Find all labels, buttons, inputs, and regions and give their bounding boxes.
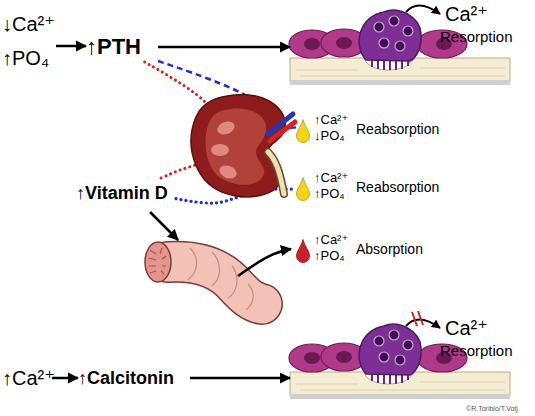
renal-reabsorption: ↑Ca²⁺ ↓PO₄ Reabsorption	[296, 112, 446, 148]
ion-level: ↑Ca²⁺	[314, 113, 348, 126]
hormone-name: ↑PTH	[86, 36, 141, 58]
ion-level: ↑Ca²⁺	[314, 233, 348, 246]
fluid-droplet	[297, 120, 310, 143]
fluid-droplet	[296, 119, 310, 143]
ion-level: ↑Ca²⁺	[2, 368, 55, 388]
fluid-droplet	[296, 177, 310, 201]
ion-level: ↓PO₄	[314, 129, 345, 142]
ion-level: ↑PO₄	[314, 187, 345, 200]
fluid-droplet	[297, 178, 310, 201]
ureter	[268, 152, 284, 194]
hormone-name: ↑Calcitonin	[78, 369, 174, 387]
hormone-name: ↑Vitamin D	[76, 184, 168, 202]
ion-level: ↑Ca²⁺	[314, 171, 348, 184]
process-name: Resorption	[440, 343, 513, 358]
process-name: Reabsorption	[356, 180, 439, 194]
intestine-lumen	[145, 242, 171, 282]
vitamin-d-arrow	[150, 212, 178, 240]
fluid-droplet	[297, 240, 310, 263]
flow-arrow	[52, 377, 78, 380]
ion-name: Ca²⁺	[445, 4, 488, 24]
calcium-release-arrow	[406, 319, 440, 328]
intestine-fold	[188, 248, 253, 310]
flow-arrow	[56, 45, 86, 48]
inhibition-bars	[412, 311, 423, 326]
intestine-tube	[168, 262, 262, 304]
process-name: Absorption	[356, 242, 423, 256]
hormone-label: ↑Calcitonin	[78, 363, 190, 393]
regulation-path	[158, 61, 296, 128]
renal-pyramid	[217, 163, 238, 180]
fluid-droplet	[296, 239, 310, 263]
intestinal-villi	[149, 248, 166, 274]
ion-name: Ca²⁺	[445, 318, 488, 338]
hormone-label: ↑Vitamin D	[76, 178, 176, 208]
regulation-path	[145, 62, 233, 178]
renal-vein	[268, 114, 293, 134]
renal-reabsorption: ↑Ca²⁺ ↑PO₄ Reabsorption	[296, 170, 446, 206]
intestinal-absorption: ↑Ca²⁺ ↑PO₄ Absorption	[296, 232, 446, 268]
kidney-medulla	[206, 108, 267, 184]
stimulus-ions: ↑Ca²⁺	[2, 363, 52, 393]
calcium-release-arrow	[406, 5, 440, 14]
intestine-wall	[168, 262, 262, 304]
bone-resorption: Ca²⁺ Resorption	[290, 318, 515, 404]
bone-resorption: Ca²⁺ Resorption	[290, 4, 515, 90]
ureter	[268, 152, 284, 194]
renal-pyramid	[211, 144, 229, 156]
flow-arrow	[158, 46, 290, 49]
hormone-label: ↑PTH	[86, 32, 158, 62]
renal-pyramid	[215, 119, 236, 136]
process-name: Reabsorption	[356, 122, 439, 136]
ion-level: ↑PO₄	[314, 249, 345, 262]
ion-level: ↑PO₄	[2, 48, 49, 68]
regulation-path	[176, 189, 296, 203]
copyright-note: ©R.Toribio/T.Votj	[466, 405, 518, 412]
kidney-cortex	[191, 95, 285, 197]
process-name: Resorption	[440, 29, 513, 44]
renal-artery	[270, 122, 295, 141]
absorption-arrow	[238, 249, 291, 276]
ion-level: ↓Ca²⁺	[2, 14, 55, 34]
stimulus-ions: ↓Ca²⁺ ↑PO₄	[2, 12, 56, 80]
flow-arrow	[190, 377, 290, 380]
